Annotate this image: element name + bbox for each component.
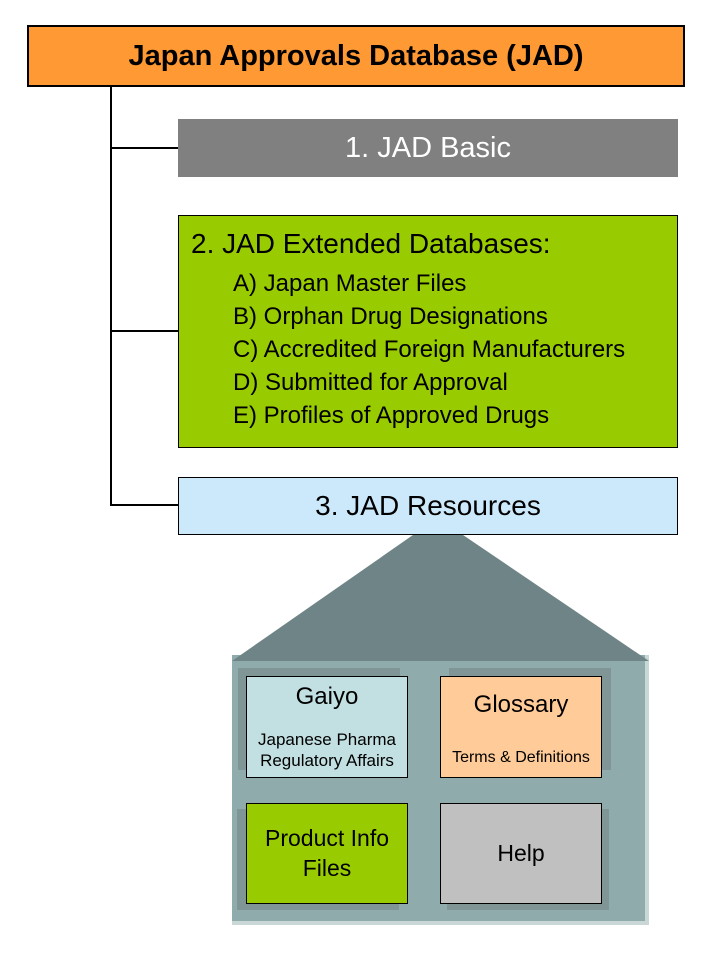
list-item-accredited-foreign-manufacturers: C) Accredited Foreign Manufacturers (233, 336, 626, 363)
list-item-orphan-drug-designations: B) Orphan Drug Designations (233, 303, 548, 330)
card-help[interactable]: Help (440, 803, 602, 904)
jad-title-label: Japan Approvals Database (JAD) (128, 39, 584, 72)
connector-stub-resources (110, 504, 178, 506)
section-jad-basic[interactable]: 1. JAD Basic (178, 119, 678, 177)
card-product-info-files[interactable]: Product Info Files (246, 803, 408, 904)
house-roof-shape (232, 535, 649, 661)
section-jad-resources[interactable]: 3. JAD Resources (178, 477, 678, 535)
connector-stub-basic (110, 147, 178, 149)
jad-resources-label: 3. JAD Resources (315, 490, 541, 521)
glossary-title: Glossary (473, 691, 569, 718)
list-item-submitted-for-approval: D) Submitted for Approval (233, 369, 508, 396)
jad-title-box: Japan Approvals Database (JAD) (27, 25, 685, 87)
section-jad-extended-databases[interactable]: 2. JAD Extended Databases: A) Japan Mast… (178, 215, 678, 448)
connector-stub-extended (110, 330, 178, 332)
extended-databases-list: A) Japan Master Files B) Orphan Drug Des… (233, 267, 677, 432)
help-title: Help (497, 839, 545, 866)
gaiyo-subtitle: Japanese Pharma Regulatory Affairs (258, 730, 396, 770)
gaiyo-title: Gaiyo (295, 683, 359, 710)
connector-trunk-line (110, 87, 112, 506)
card-gaiyo[interactable]: Gaiyo Japanese Pharma Regulatory Affairs (246, 676, 408, 778)
product-info-files-title: Product Info Files (264, 824, 390, 881)
extended-databases-heading: 2. JAD Extended Databases: (191, 228, 551, 259)
glossary-subtitle: Terms & Definitions (452, 748, 590, 766)
jad-basic-label: 1. JAD Basic (345, 131, 511, 164)
list-item-profiles-of-approved-drugs: E) Profiles of Approved Drugs (233, 402, 550, 429)
card-glossary[interactable]: Glossary Terms & Definitions (440, 676, 602, 778)
list-item-japan-master-files: A) Japan Master Files (233, 270, 467, 297)
